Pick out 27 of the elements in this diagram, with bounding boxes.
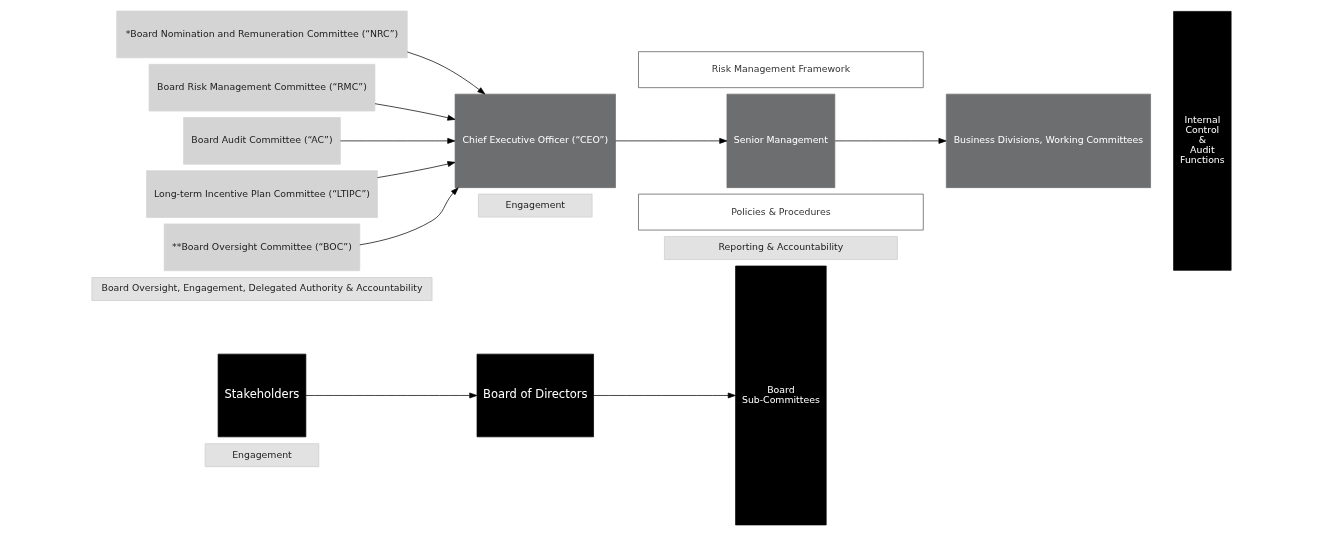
node-box: Senior Management xyxy=(726,93,835,188)
node-box: **Board Oversight Committee (“BOC”) xyxy=(163,223,360,272)
node-box: Policies & Procedures xyxy=(637,193,924,231)
node-box: Internal Control & Audit Functions xyxy=(1172,11,1231,271)
node-box: Engagement xyxy=(477,193,592,218)
node-box: Board Sub-Committees xyxy=(734,265,827,526)
arrow xyxy=(358,187,459,246)
arrow xyxy=(376,161,455,178)
node-box: Business Divisions, Working Committees xyxy=(945,93,1151,188)
node-box: Reporting & Accountability xyxy=(663,236,898,260)
arrow xyxy=(339,138,455,144)
arrow xyxy=(374,103,455,121)
node-box: Long-term Incentive Plan Committee (“LTIPC”) xyxy=(145,170,378,218)
node-box: Board Audit Committee (“AC”) xyxy=(182,117,341,165)
node-box: Board of Directors xyxy=(476,353,594,438)
node-box: Risk Management Framework xyxy=(637,51,924,88)
arrow xyxy=(614,138,727,144)
node-box: Stakeholders xyxy=(217,353,306,438)
arrow xyxy=(406,51,485,95)
node-box: Chief Executive Officer (“CEO”) xyxy=(454,93,616,188)
arrow xyxy=(305,392,477,399)
arrow xyxy=(592,392,736,399)
node-box: Board Risk Management Committee (“RMC”) xyxy=(148,63,375,112)
node-box: Engagement xyxy=(204,443,319,468)
arrow xyxy=(834,138,946,144)
node-box: Board Oversight, Engagement, Delegated Authority & Accountability xyxy=(91,277,432,301)
node-box: *Board Nomination and Remuneration Committee (“NRC”) xyxy=(115,10,408,59)
